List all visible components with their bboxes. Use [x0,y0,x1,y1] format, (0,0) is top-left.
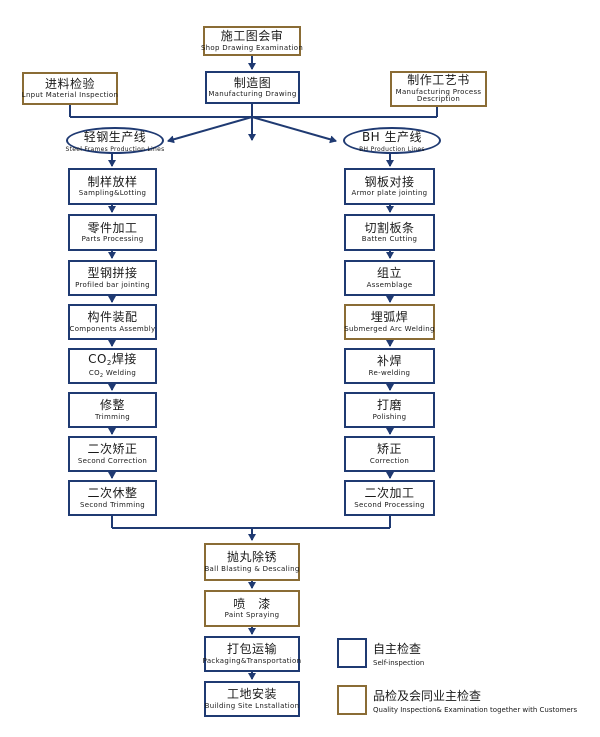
step-zh: 喷 漆 [233,596,271,611]
step-zh: CO2焊接 [88,353,137,367]
legend-joint-swatch [337,685,367,715]
left-line-zh: 轻钢生产线 [83,130,147,144]
step-en: Submerged Arc Welding [344,324,435,333]
left-step-parts: 零件加工 Parts Processing [68,214,157,251]
process-description-zh: 制作工艺书 [407,73,470,88]
step-en: Armor plate jointing [351,189,428,198]
legend-self-zh: 自主检查 [373,642,422,656]
legend-joint-en: Quality Inspection& Examination together… [373,706,578,714]
left-step-components: 构件装配 Components Assembly [68,304,157,340]
bottom-step-installation: 工地安装 Building Site Lnstallation [204,681,300,717]
input-inspection-zh: 进料检验 [44,76,95,91]
step-en: Ball Blasting & Descaling [204,564,300,573]
step-en: Second Correction [77,456,148,465]
bottom-step-ball-blasting: 抛丸除锈 Ball Blasting & Descaling [204,543,300,581]
step-zh: 工地安装 [226,687,277,702]
right-line-zh: BH 生产线 [361,130,423,144]
step-zh: 钢板对接 [364,174,415,189]
shop-drawing-en: Shop Drawing Examination [200,43,304,52]
step-en: Correction [369,456,410,465]
shop-drawing-zh: 施工图会审 [220,29,284,44]
input-inspection-box: 进料检验 Lnput Material Inspection [22,72,118,105]
left-step-sampling: 制样放样 Sampling&Lotting [68,168,157,205]
co2-zh-pre: CO [88,352,107,367]
arrow-to-right-line [251,116,337,144]
process-description-en2: Description [416,95,461,104]
co2-en-pre: CO [88,368,100,377]
manufacturing-drawing-en: Manufacturing Drawing [208,90,297,99]
legend-self-swatch [337,638,367,668]
co2-en-post: Welding [103,368,137,377]
step-en: Components Assembly [69,324,156,333]
step-zh: 补焊 [376,354,402,369]
left-step-profiled-bar: 型钢拼接 Profiled bar jointing [68,260,157,296]
step-en: Profiled bar jointing [75,280,150,289]
step-zh: 二次矫正 [87,442,138,457]
step-en: Assemblage [366,280,413,289]
co2-zh-sub: 2 [106,359,112,368]
right-step-re-welding: 补焊 Re-welding [344,348,435,384]
left-step-second-correction: 二次矫正 Second Correction [68,436,157,472]
step-en: Batten Cutting [361,235,418,244]
right-line-en: BH Production Lines [359,146,425,153]
manufacturing-drawing-box: 制造图 Manufacturing Drawing [205,71,300,104]
legend-self-en: Self-inspection [373,659,425,667]
left-step-trimming: 修整 Trimming [68,392,157,428]
co2-zh-post: 焊接 [111,352,137,367]
step-zh: 制样放样 [87,174,138,189]
right-production-line: BH 生产线 BH Production Lines [343,127,441,154]
step-zh: 零件加工 [87,220,138,235]
step-zh: 埋弧焊 [370,310,409,325]
step-en: Polishing [372,412,407,421]
step-zh: 打包运输 [226,642,277,657]
left-production-line: 轻钢生产线 Steel Frames Production Lines [66,127,164,154]
step-zh: 二次加工 [364,486,415,501]
right-step-submerged-arc: 埋弧焊 Submerged Arc Welding [344,304,435,340]
right-step-polishing: 打磨 Polishing [344,392,435,428]
step-zh: 组立 [376,266,402,281]
left-line-en: Steel Frames Production Lines [65,146,165,153]
arrow-to-left-line [167,116,253,144]
step-zh: 抛丸除锈 [226,550,277,565]
right-step-assemblage: 组立 Assemblage [344,260,435,296]
step-zh: 型钢拼接 [87,266,138,281]
left-step-second-trimming: 二次休整 Second Trimming [68,480,157,516]
process-description-box: 制作工艺书 Manufacturing Process Description [390,71,487,107]
legend-joint-zh: 品检及会同业主检查 [373,689,482,703]
step-zh: 打磨 [376,398,402,413]
step-zh: 二次休整 [87,486,138,501]
input-inspection-en: Lnput Material Inspection [21,91,119,100]
step-en: Second Processing [354,500,425,509]
step-en: Packaging&Transportation [202,656,302,665]
step-en: Parts Processing [81,235,144,244]
bottom-step-paint-spraying: 喷 漆 Paint Spraying [204,590,300,627]
right-step-second-processing: 二次加工 Second Processing [344,480,435,516]
step-en: Paint Spraying [224,611,280,620]
step-en: CO2 Welding [88,368,137,379]
step-zh: 矫正 [376,442,402,457]
left-step-co2-welding: CO2焊接 CO2 Welding [68,348,157,384]
shop-drawing-box: 施工图会审 Shop Drawing Examination [200,26,304,56]
step-en: Building Site Lnstallation [204,701,300,710]
co2-en-sub: 2 [99,372,104,379]
manufacturing-drawing-zh: 制造图 [233,75,272,90]
step-en: Re-welding [368,368,411,377]
step-en: Second Trimming [79,500,146,509]
step-en: Sampling&Lotting [78,189,147,198]
step-en: Trimming [95,412,130,421]
right-step-armor-plate: 钢板对接 Armor plate jointing [344,168,435,205]
step-zh: 构件装配 [87,310,138,325]
step-zh: 修整 [99,398,125,413]
process-description-en1: Manufacturing Process [395,87,482,96]
right-step-batten-cutting: 切割板条 Batten Cutting [344,214,435,251]
bottom-step-packaging: 打包运输 Packaging&Transportation [202,636,302,672]
right-step-correction: 矫正 Correction [344,436,435,472]
step-zh: 切割板条 [364,220,415,235]
